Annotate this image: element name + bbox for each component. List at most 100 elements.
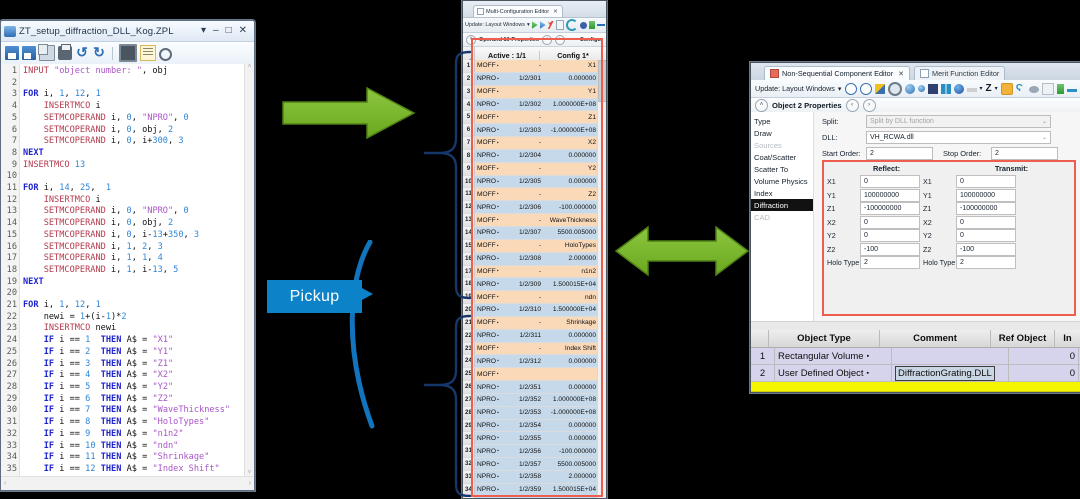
nsc-update-label[interactable]: Update: Layout Windows (755, 84, 835, 93)
tab-merit-function-editor[interactable]: Merit Function Editor (914, 66, 1005, 80)
mce-update-label[interactable]: Update: Layout Windows (465, 22, 525, 28)
mce-value-cell[interactable]: 0.000000 (543, 435, 599, 442)
save-all-icon[interactable] (22, 46, 36, 60)
mce-operand-cell[interactable]: NPRO▪ (475, 396, 506, 403)
mce-param-cell[interactable]: 1/2/307 (506, 229, 543, 236)
ray-caret-icon[interactable]: ▾ (980, 85, 983, 92)
code-line[interactable] (23, 78, 254, 90)
code-line[interactable]: IF i == 12 THEN A$ = "Index Shift" (23, 464, 254, 476)
operand-caret-icon[interactable]: ▪ (497, 243, 499, 249)
zpl-vertical-scrollbar[interactable]: ˄ ˅ (244, 64, 254, 476)
mce-value-cell[interactable]: -100.000000 (543, 448, 599, 455)
zpl-horizontal-scrollbar[interactable]: ‹ › (1, 476, 254, 490)
mce-operand-cell[interactable]: NPRO▪ (475, 281, 506, 288)
nsc-collapse-icon[interactable]: ˄ (755, 99, 768, 112)
hook-icon[interactable]: Ϛ (1016, 84, 1026, 94)
delete-icon[interactable] (548, 21, 554, 29)
code-line[interactable]: NEXT (23, 148, 254, 160)
split-chevron-down-icon[interactable]: ⌄ (1042, 118, 1050, 125)
field-dll[interactable]: DLL: VH_RCWA.dll ⌄ (822, 131, 1080, 144)
stop-icon[interactable] (119, 44, 137, 62)
operand-caret-icon[interactable]: ▪ (497, 76, 499, 82)
operand-caret-icon[interactable]: ▪ (497, 281, 499, 287)
mce-operand-cell[interactable]: NPRO▪ (475, 75, 506, 82)
object-type-caret-icon[interactable]: ▪ (867, 370, 869, 377)
mce-operand-cell[interactable]: NPRO▪ (475, 473, 506, 480)
mce-operand-cell[interactable]: MOFF▪ (475, 114, 506, 121)
ray-icon[interactable] (967, 88, 977, 92)
nsc-next-object-icon[interactable]: › (863, 99, 876, 112)
blank-page-icon[interactable] (1042, 83, 1054, 95)
mce-param-cell[interactable]: 1/2/359 (506, 486, 543, 493)
code-line[interactable]: SETMCOPERAND i, 1, i-13, 5 (23, 265, 254, 277)
save-icon[interactable] (5, 46, 19, 60)
field-split[interactable]: Split: Split by DLL function ⌄ (822, 115, 1080, 128)
mce-value-cell[interactable]: 0.000000 (543, 178, 599, 185)
rotate-ccw-icon[interactable] (860, 83, 872, 95)
operand-caret-icon[interactable]: ▪ (497, 114, 499, 120)
tab-non-sequential-component-editor[interactable]: Non-Sequential Component Editor ✕ (764, 66, 910, 80)
mce-operand-cell[interactable]: NPRO▪ (475, 255, 506, 262)
operand-caret-icon[interactable]: ▪ (497, 294, 499, 300)
mce-param-cell[interactable]: 1/2/352 (506, 396, 543, 403)
object-row-number[interactable]: 2 (751, 365, 775, 381)
code-line[interactable]: IF i == 6 THEN A$ = "Z2" (23, 394, 254, 406)
mce-value-cell[interactable]: 0.000000 (543, 422, 599, 429)
mce-value-cell[interactable]: ndn (543, 294, 599, 301)
object-type-caret-icon[interactable]: ▪ (867, 353, 869, 360)
operand-caret-icon[interactable]: ▪ (497, 166, 499, 172)
mce-value-cell[interactable]: -1.000000E+08 (543, 409, 599, 416)
nsc-category-coat-scatter[interactable]: Coat/Scatter (751, 151, 813, 163)
mce-param-cell[interactable]: - (506, 242, 543, 249)
arrow-left-icon[interactable] (1067, 89, 1077, 92)
maximize-icon[interactable]: □ (226, 26, 232, 36)
scroll-left-arrow[interactable]: ‹ (4, 480, 6, 487)
mce-operand-cell[interactable]: MOFF▪ (475, 191, 506, 198)
diffraction-reflect-input[interactable]: 0 (860, 216, 920, 229)
mce-value-cell[interactable]: X2 (543, 139, 599, 146)
zpl-editor-window[interactable]: ZT_setup_diffraction_DLL_Kog.ZPL ▾ – □ ✕… (0, 20, 255, 491)
mce-value-cell[interactable]: 1.500015E+04 (543, 281, 599, 288)
chevron-down-icon[interactable]: ▾ (527, 22, 530, 28)
list-icon[interactable] (140, 45, 156, 61)
code-line[interactable]: IF i == 7 THEN A$ = "WaveThickness" (23, 405, 254, 417)
start-order-input[interactable]: 2 (866, 147, 933, 160)
small-sphere-icon[interactable] (918, 85, 925, 92)
mce-operand-cell[interactable]: MOFF▪ (475, 242, 506, 249)
mce-header-config1[interactable]: Config 1* (540, 51, 606, 60)
mce-param-cell[interactable]: 1/2/303 (506, 127, 543, 134)
mce-value-cell[interactable]: Z2 (543, 191, 599, 198)
mce-operand-cell[interactable]: MOFF▪ (475, 88, 506, 95)
mce-param-cell[interactable]: 1/2/357 (506, 461, 543, 468)
object-header-type[interactable]: Object Type (769, 330, 880, 347)
operand-caret-icon[interactable]: ▪ (497, 268, 499, 274)
operand-caret-icon[interactable]: ▪ (497, 384, 499, 390)
nsc-chevron-down-icon[interactable]: ▾ (838, 84, 842, 93)
diffraction-reflect-input[interactable]: 100000000 (860, 189, 920, 202)
mce-param-cell[interactable]: - (506, 191, 543, 198)
mce-operand-cell[interactable]: MOFF▪ (475, 62, 506, 69)
rotate-cw-icon[interactable] (845, 83, 857, 95)
zpl-source-lines[interactable]: INPUT "object number: ", obj FOR i, 1, 1… (20, 64, 254, 490)
mce-value-cell[interactable]: X1 (543, 62, 599, 69)
operand-caret-icon[interactable]: ▪ (497, 153, 499, 159)
object-type-cell[interactable]: Rectangular Volume▪ (775, 348, 892, 364)
nsc-tab-strip[interactable]: Non-Sequential Component Editor ✕ Merit … (751, 63, 1080, 80)
mce-value-cell[interactable]: Y2 (543, 165, 599, 172)
